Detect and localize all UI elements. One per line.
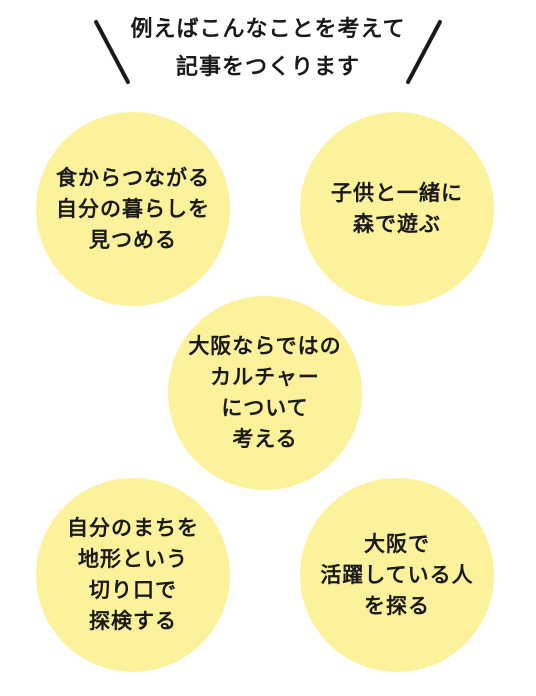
topic-line: 自分の暮らしを	[56, 196, 210, 221]
topic-circle-culture: 大阪ならではの カルチャー について 考える	[168, 296, 362, 490]
topic-circle-food: 食からつながる 自分の暮らしを 見つめる	[36, 112, 230, 306]
topic-line: 探検する	[89, 609, 177, 633]
topic-line: 地形という	[78, 547, 188, 571]
topic-line: 見つめる	[89, 227, 177, 252]
topic-line: 活躍している人	[320, 562, 474, 587]
topic-line: カルチャー	[210, 365, 320, 389]
topic-line: 大阪ならではの	[188, 334, 342, 358]
topic-line: 子供と一緒に	[331, 181, 463, 205]
topic-line: 考える	[232, 427, 298, 451]
header-line-1: 例えばこんなことを考えて	[130, 17, 406, 42]
topic-line: 食からつながる	[56, 165, 210, 190]
topic-line: 森で遊ぶ	[353, 212, 441, 236]
topic-line: について	[221, 396, 309, 420]
topic-line: 切り口で	[89, 578, 177, 602]
topic-line: 大阪で	[364, 531, 430, 556]
header-line-2: 記事をつくります	[175, 55, 360, 80]
topic-circle-people: 大阪で 活躍している人 を探る	[300, 478, 494, 672]
header: 例えばこんなことを考えて 記事をつくります	[0, 0, 536, 100]
topic-line: 自分のまちを	[67, 516, 199, 540]
topic-circle-forest: 子供と一緒に 森で遊ぶ	[300, 112, 494, 306]
topic-line: を探る	[364, 593, 430, 618]
topic-circle-terrain: 自分のまちを 地形という 切り口で 探検する	[36, 478, 230, 672]
